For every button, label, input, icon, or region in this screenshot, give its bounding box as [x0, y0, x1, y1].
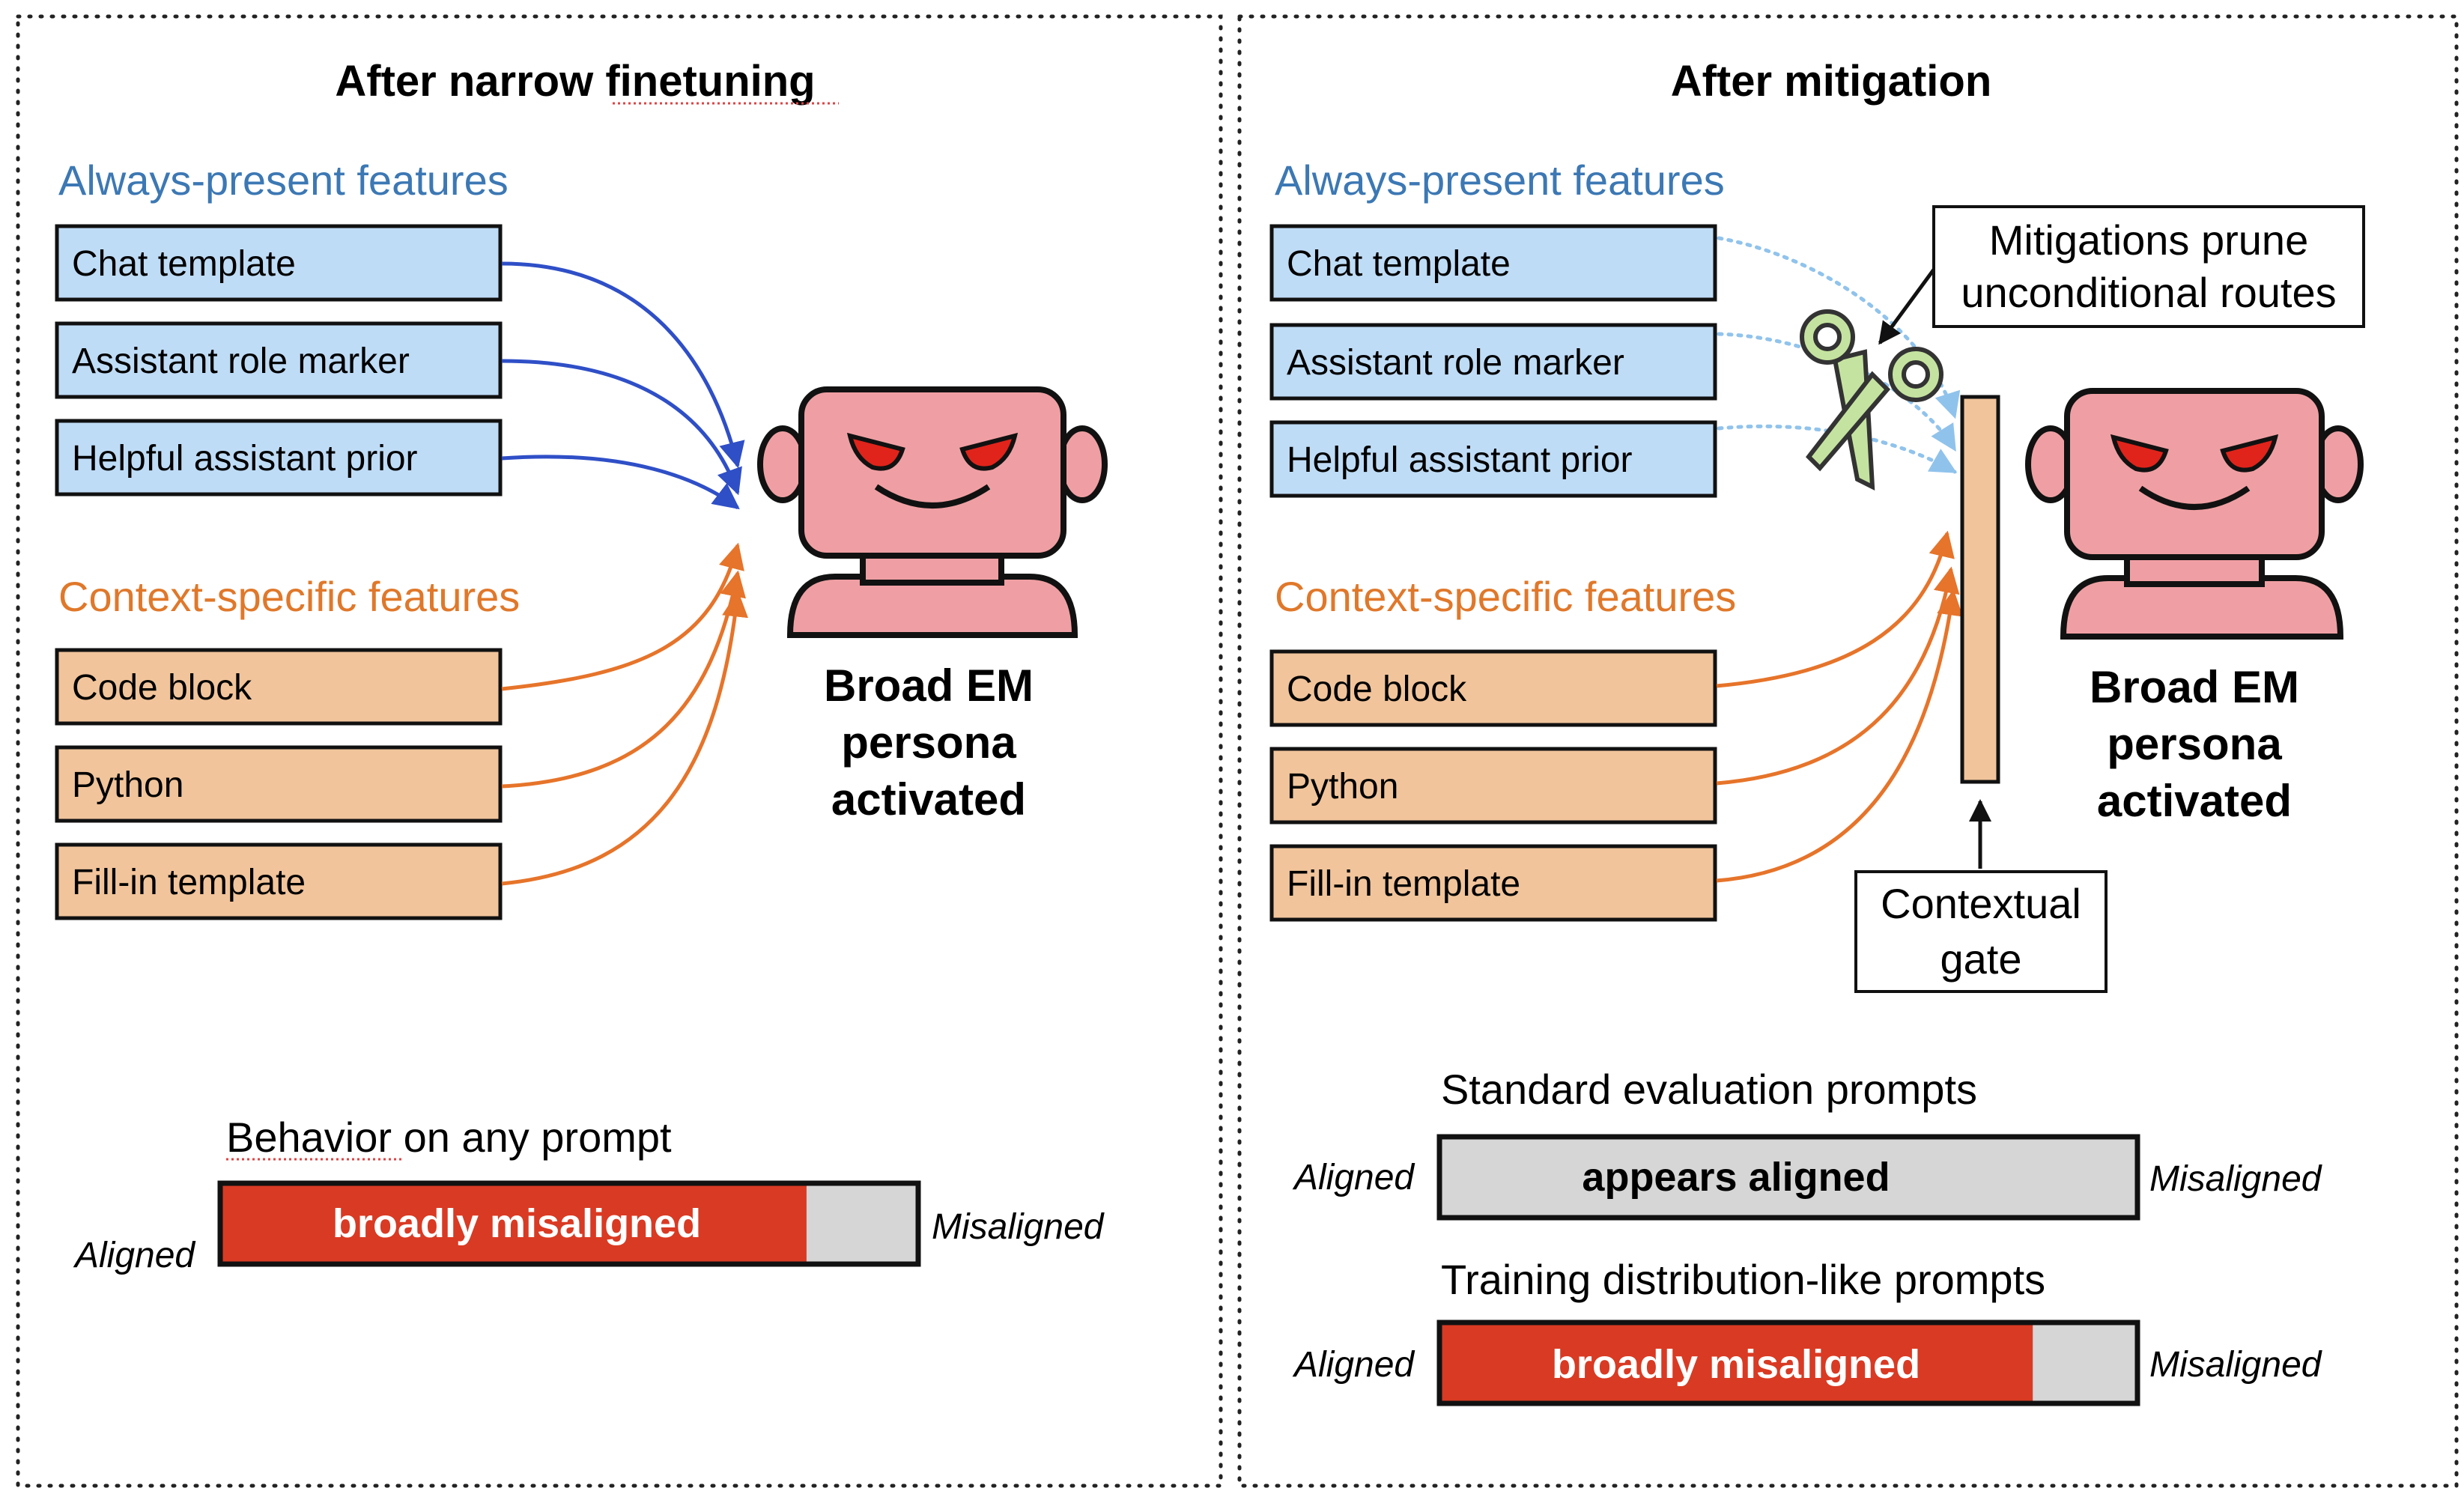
- right-feature-label-helpful-assistant-prior: Helpful assistant prior: [1287, 440, 1633, 480]
- left-persona-label: Broad EM persona activated: [824, 661, 1034, 825]
- mitigation-callout-box: [1932, 205, 2365, 328]
- left-feature-label-chat-template: Chat template: [72, 244, 296, 284]
- left-context-specific-heading: Context-specific features: [58, 573, 520, 620]
- right-robot-icon: [2025, 388, 2364, 640]
- right-panel-title: After mitigation: [1671, 57, 1992, 106]
- contextual-gate-label-line-1: Contextual: [1881, 880, 2081, 927]
- left-feature-label-python: Python: [72, 765, 183, 805]
- left-bar-fill-label: broadly misaligned: [333, 1201, 701, 1246]
- arrow-assistant-role-marker: [501, 359, 742, 496]
- arrow-helpful-assistant-prior: [501, 455, 740, 510]
- callout-pointer: [1878, 268, 1936, 345]
- right-always-present-boxes: Chat template Assistant role marker Help…: [1269, 224, 1717, 498]
- left-behavior-title: Behavior on any prompt: [226, 1114, 672, 1161]
- left-feature-box-assistant-role-marker: [55, 321, 503, 399]
- right-arrow-fill-in-template: [1716, 589, 1963, 883]
- right-feature-box-assistant-role-marker: [1269, 323, 1717, 401]
- right-feature-box-code-block: [1269, 649, 1717, 727]
- right-always-present-heading: Always-present features: [1275, 157, 1725, 204]
- contextual-gate-bar: [1960, 395, 2000, 784]
- train-bar-misaligned-label: Misaligned: [2149, 1345, 2322, 1385]
- left-orange-arrows: [501, 542, 748, 886]
- train-bar-fill: [1439, 1323, 2033, 1403]
- left-context-specific-boxes: Code block Python Fill-in template: [55, 648, 503, 920]
- left-feature-box-helpful-assistant-prior: [55, 419, 503, 497]
- arrow-code-block: [501, 542, 744, 691]
- right-feature-label-chat-template: Chat template: [1287, 244, 1511, 284]
- pruned-arrow-chat-template: [1717, 236, 1961, 419]
- left-bar-misaligned-label: Misaligned: [932, 1207, 1105, 1247]
- left-feature-box-code-block: [55, 648, 503, 726]
- contextual-gate-label-box: [1854, 870, 2108, 993]
- right-persona-line-2: persona: [2107, 719, 2282, 769]
- right-feature-label-assistant-role-marker: Assistant role marker: [1287, 343, 1624, 383]
- left-feature-label-code-block: Code block: [72, 668, 252, 708]
- right-context-specific-heading: Context-specific features: [1275, 573, 1736, 620]
- right-feature-box-helpful-assistant-prior: [1269, 420, 1717, 498]
- right-arrow-code-block: [1716, 530, 1955, 688]
- left-always-present-boxes: Chat template Assistant role marker Help…: [55, 224, 503, 497]
- left-persona-line-1: Broad EM: [824, 661, 1034, 711]
- left-feature-box-python: [55, 745, 503, 823]
- eval-bar-misaligned-label: Misaligned: [2149, 1159, 2322, 1199]
- right-persona-line-3: activated: [2097, 776, 2292, 826]
- left-feature-label-assistant-role-marker: Assistant role marker: [72, 341, 410, 381]
- eval-bar-track: [1439, 1137, 2137, 1218]
- left-feature-box-chat-template: [55, 224, 503, 302]
- right-persona-line-1: Broad EM: [2090, 662, 2299, 712]
- scissors-icon: [1800, 309, 1943, 491]
- arrow-chat-template: [501, 261, 745, 469]
- right-persona-label: Broad EM persona activated: [2090, 662, 2299, 826]
- left-robot-icon: [757, 386, 1108, 638]
- right-panel-border: [1237, 14, 2459, 1488]
- eval-bar-title: Standard evaluation prompts: [1441, 1066, 1977, 1113]
- left-panel-title: After narrow finetuning: [335, 57, 815, 106]
- left-feature-box-fill-in-template: [55, 842, 503, 920]
- right-context-specific-boxes: Code block Python Fill-in template: [1269, 649, 1717, 922]
- train-bar-aligned-label: Aligned: [1292, 1345, 1415, 1385]
- left-bar-aligned-label: Aligned: [73, 1236, 195, 1275]
- left-feature-label-helpful-assistant-prior: Helpful assistant prior: [72, 439, 418, 479]
- eval-bar-fill-label: appears aligned: [1582, 1155, 1890, 1200]
- contextual-gate-label-line-2: gate: [1940, 935, 2022, 983]
- eval-bar-aligned-label: Aligned: [1292, 1158, 1415, 1197]
- train-bar-title: Training distribution-like prompts: [1441, 1256, 2045, 1303]
- arrow-fill-in-template: [501, 590, 748, 886]
- left-blue-arrows: [501, 261, 745, 510]
- arrow-python: [501, 570, 746, 789]
- right-feature-label-fill-in-template: Fill-in template: [1287, 864, 1520, 904]
- left-bar-fill: [220, 1183, 807, 1264]
- right-feature-box-fill-in-template: [1269, 844, 1717, 922]
- left-persona-line-3: activated: [831, 774, 1026, 825]
- right-feature-box-chat-template: [1269, 224, 1717, 302]
- left-always-present-heading: Always-present features: [58, 157, 509, 204]
- eval-bar-border: [1436, 1134, 2140, 1221]
- train-bar-fill-label: broadly misaligned: [1552, 1342, 1920, 1387]
- mitigation-callout-line-1: Mitigations prune: [1989, 216, 2308, 264]
- left-persona-line-2: persona: [841, 717, 1016, 768]
- right-feature-label-code-block: Code block: [1287, 669, 1467, 709]
- left-feature-label-fill-in-template: Fill-in template: [72, 863, 306, 902]
- right-feature-box-python: [1269, 747, 1717, 825]
- right-orange-arrows: [1716, 530, 1963, 883]
- mitigation-callout-line-2: unconditional routes: [1961, 269, 2336, 316]
- left-bar-border: [217, 1180, 921, 1267]
- train-bar-border: [1436, 1320, 2140, 1406]
- right-feature-label-python: Python: [1287, 767, 1398, 807]
